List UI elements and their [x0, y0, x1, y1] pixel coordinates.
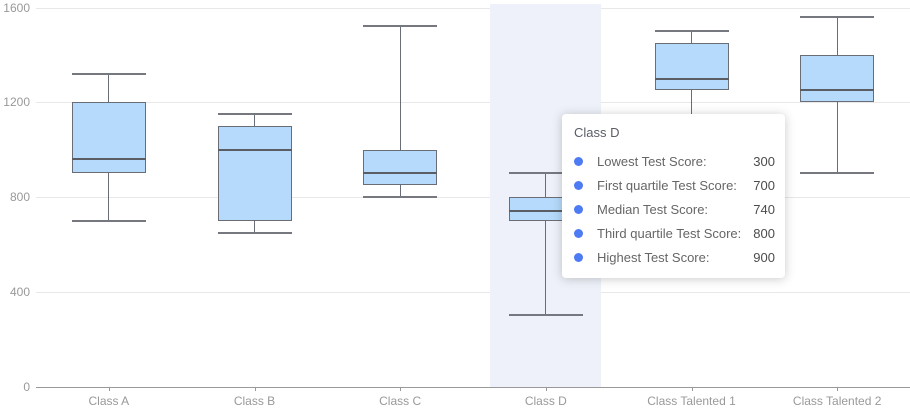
tooltip-row-value: 700: [753, 177, 775, 193]
whisker-line: [399, 26, 401, 197]
tooltip-row-value: 740: [753, 201, 775, 217]
tooltip-row-value: 800: [753, 225, 775, 241]
whisker-cap-low: [508, 314, 583, 317]
whisker-cap-low: [363, 196, 438, 198]
tooltip-row-label: First quartile Test Score:: [597, 177, 737, 193]
gridline: [36, 197, 910, 198]
gridline: [36, 291, 910, 293]
tooltip-row: First quartile Test Score: 700: [574, 173, 775, 197]
x-axis-category-label: Class Talented 2: [792, 394, 882, 408]
median-line: [217, 148, 292, 151]
whisker-cap-low: [217, 231, 292, 234]
median-line: [508, 210, 583, 213]
median-line: [800, 89, 875, 92]
whisker-line: [545, 173, 547, 316]
whisker-cap-high: [217, 113, 292, 116]
whisker-cap-low: [800, 172, 875, 175]
whisker-cap-low: [71, 219, 146, 222]
tooltip-row-label: Third quartile Test Score:: [597, 225, 742, 241]
x-axis-tick: [108, 387, 110, 391]
y-axis-tick-label: 0: [23, 379, 30, 394]
x-axis-tick: [254, 387, 256, 391]
x-axis-category-label: Class D: [524, 394, 567, 408]
x-axis-tick: [545, 387, 547, 391]
tooltip-title: Class D: [574, 125, 620, 140]
series-marker-icon: [574, 204, 583, 214]
series-marker-icon: [574, 252, 583, 262]
box-iqr[interactable]: [363, 149, 438, 186]
median-line: [71, 158, 146, 161]
x-axis-category-label: Class C: [379, 394, 422, 408]
box-iqr[interactable]: [71, 102, 146, 174]
tooltip-row-label: Highest Test Score:: [597, 249, 710, 265]
x-axis-tick: [837, 387, 839, 391]
gridline: [36, 7, 910, 9]
tooltip-row: Median Test Score: 740: [574, 197, 775, 221]
tooltip-row-value: 900: [753, 249, 775, 265]
series-marker-icon: [574, 156, 583, 166]
whisker-cap-high: [654, 30, 729, 33]
y-axis-tick-label: 1600: [3, 0, 30, 15]
box-iqr[interactable]: [217, 125, 292, 221]
box-iqr[interactable]: [654, 43, 729, 91]
gridline: [36, 102, 910, 104]
median-line: [363, 172, 438, 175]
x-axis-tick: [691, 387, 693, 391]
tooltip-row: Highest Test Score: 900: [574, 245, 775, 269]
tooltip-row-label: Lowest Test Score:: [597, 153, 707, 169]
box-iqr[interactable]: [800, 54, 875, 103]
whisker-cap-high: [800, 15, 875, 18]
y-axis-tick-label: 400: [9, 284, 30, 299]
x-axis-tick: [400, 387, 402, 391]
x-axis-line: [36, 386, 910, 388]
series-marker-icon: [574, 228, 583, 238]
y-axis-tick-label: 1200: [3, 95, 30, 110]
tooltip-row-label: Median Test Score:: [597, 201, 709, 217]
x-axis-category-label: Class Talented 1: [647, 394, 736, 408]
series-marker-icon: [574, 180, 583, 190]
tooltip-row: Third quartile Test Score: 800: [574, 221, 775, 245]
median-line: [654, 77, 729, 80]
x-axis-category-label: Class B: [233, 394, 276, 408]
tooltip-row: Lowest Test Score: 300: [574, 149, 775, 173]
tooltip-row-value: 300: [753, 153, 775, 169]
whisker-cap-high: [363, 25, 438, 28]
whisker-cap-high: [71, 72, 146, 75]
whisker-cap-high: [508, 172, 583, 175]
y-axis-tick-label: 800: [9, 190, 30, 204]
x-axis-category-label: Class A: [88, 394, 130, 408]
